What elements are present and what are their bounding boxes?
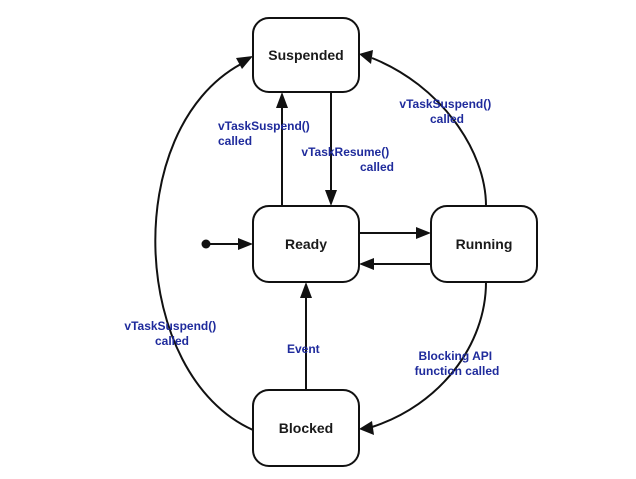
edge-blocked-to-suspended-arrowhead <box>236 56 253 69</box>
edge-running-to-suspended <box>371 57 487 207</box>
edge-running-to-blocked-arrowhead <box>359 421 374 435</box>
edge-suspended-to-ready-arrowhead <box>325 190 337 206</box>
edge-label-suspended-to-ready-line2: called <box>360 160 394 174</box>
edge-label-suspended-to-ready-line1: vTaskResume() <box>301 145 389 159</box>
edge-label-running-to-blocked: Blocking API function called <box>415 349 500 378</box>
edge-running-to-blocked <box>371 281 487 428</box>
edge-label-running-to-suspended-line2: called <box>430 112 464 126</box>
edge-label-ready-to-suspended-line2: called <box>218 134 252 148</box>
edge-label-blocked-to-ready-line1: Event <box>287 342 320 356</box>
edge-label-running-to-suspended: vTaskSuspend() called <box>399 97 494 126</box>
edge-label-ready-to-suspended-line1: vTaskSuspend() <box>218 119 310 133</box>
edge-label-running-to-blocked-line1: Blocking API <box>419 349 493 363</box>
state-label-blocked: Blocked <box>279 420 333 436</box>
edge-label-blocked-to-suspended-line2: called <box>155 334 189 348</box>
edge-running-to-suspended-arrowhead <box>359 50 373 64</box>
state-label-suspended: Suspended <box>268 47 343 63</box>
state-label-ready: Ready <box>285 236 327 252</box>
edge-label-blocked-to-suspended: vTaskSuspend() called <box>124 319 219 348</box>
edge-blocked-to-ready-arrowhead <box>300 282 312 298</box>
state-box-running <box>430 205 538 283</box>
state-label-running: Running <box>456 236 513 252</box>
edge-label-running-to-suspended-line1: vTaskSuspend() <box>399 97 491 111</box>
initial-transition-arrowhead <box>238 238 253 250</box>
edge-ready-to-running-arrowhead <box>416 227 431 239</box>
edge-label-running-to-blocked-line2: function called <box>415 364 500 378</box>
edge-running-to-ready-arrowhead <box>359 258 374 270</box>
edge-label-blocked-to-ready: Event <box>287 342 320 356</box>
edge-label-blocked-to-suspended-line1: vTaskSuspend() <box>124 319 216 333</box>
state-box-suspended <box>252 17 360 93</box>
edge-label-suspended-to-ready: vTaskResume() called <box>301 145 394 174</box>
edge-ready-to-suspended-arrowhead <box>276 92 288 108</box>
edge-label-ready-to-suspended: vTaskSuspend() called <box>218 119 313 148</box>
edge-blocked-to-suspended <box>154 63 254 431</box>
